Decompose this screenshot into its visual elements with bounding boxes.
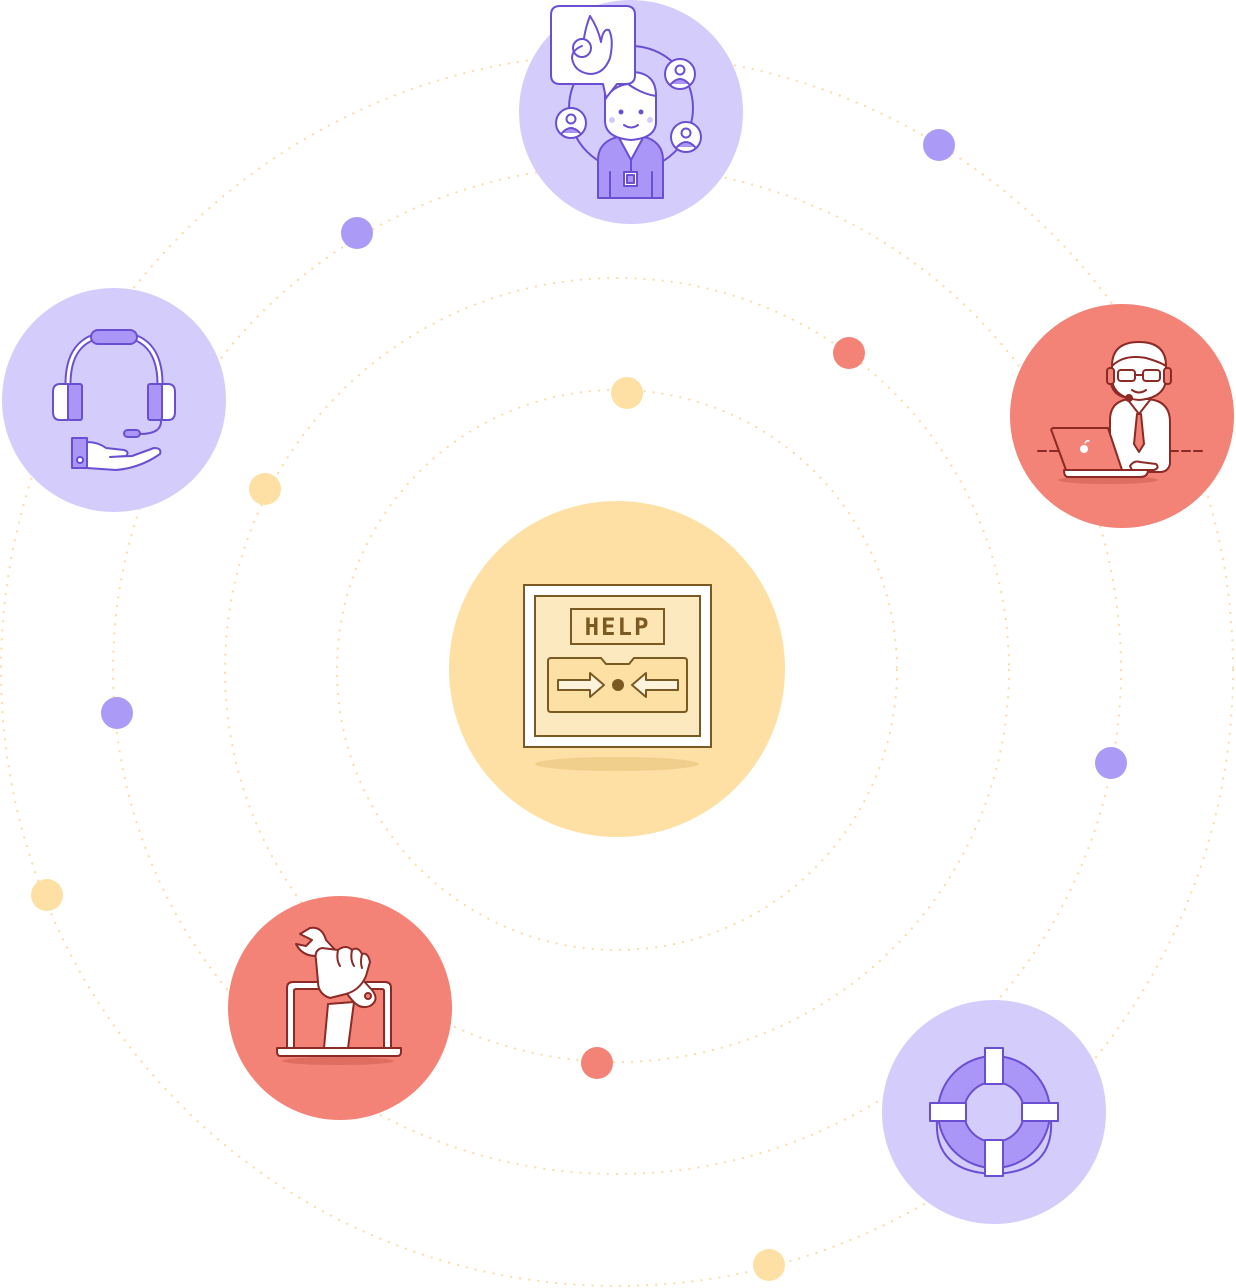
laptop-support-agent-icon bbox=[1037, 341, 1207, 484]
center-planet: HELP bbox=[449, 501, 785, 837]
orbit-dot bbox=[753, 1249, 785, 1281]
ok-hand-bubble-icon bbox=[550, 5, 636, 99]
right-planet bbox=[1010, 304, 1234, 528]
orbit-dot bbox=[923, 129, 955, 161]
help-sign-icon: HELP bbox=[523, 584, 712, 771]
help-sign-text: HELP bbox=[585, 613, 651, 641]
bottom-right-planet bbox=[882, 1000, 1106, 1224]
orbit-dots bbox=[31, 129, 1127, 1281]
top-planet bbox=[519, 0, 743, 224]
left-planet-bg bbox=[2, 288, 226, 512]
orbit-dot bbox=[1095, 747, 1127, 779]
headset-hand-icon bbox=[52, 329, 176, 471]
orbit-dot bbox=[341, 217, 373, 249]
orbit-ring-2 bbox=[223, 276, 1011, 1064]
wrench-laptop-icon bbox=[276, 926, 402, 1065]
orbit-dot bbox=[611, 377, 643, 409]
bottom-left-planet bbox=[228, 896, 452, 1120]
left-planet bbox=[2, 288, 226, 512]
orbit-dot bbox=[31, 879, 63, 911]
orbit-dot bbox=[833, 337, 865, 369]
orbit-dot bbox=[101, 697, 133, 729]
orbit-dot bbox=[581, 1047, 613, 1079]
lifebuoy-icon bbox=[929, 1047, 1059, 1177]
orbit-dot bbox=[249, 473, 281, 505]
support-agent-network-icon bbox=[550, 5, 702, 199]
avatar bbox=[664, 58, 696, 90]
avatar bbox=[555, 107, 587, 139]
avatar bbox=[670, 121, 702, 153]
